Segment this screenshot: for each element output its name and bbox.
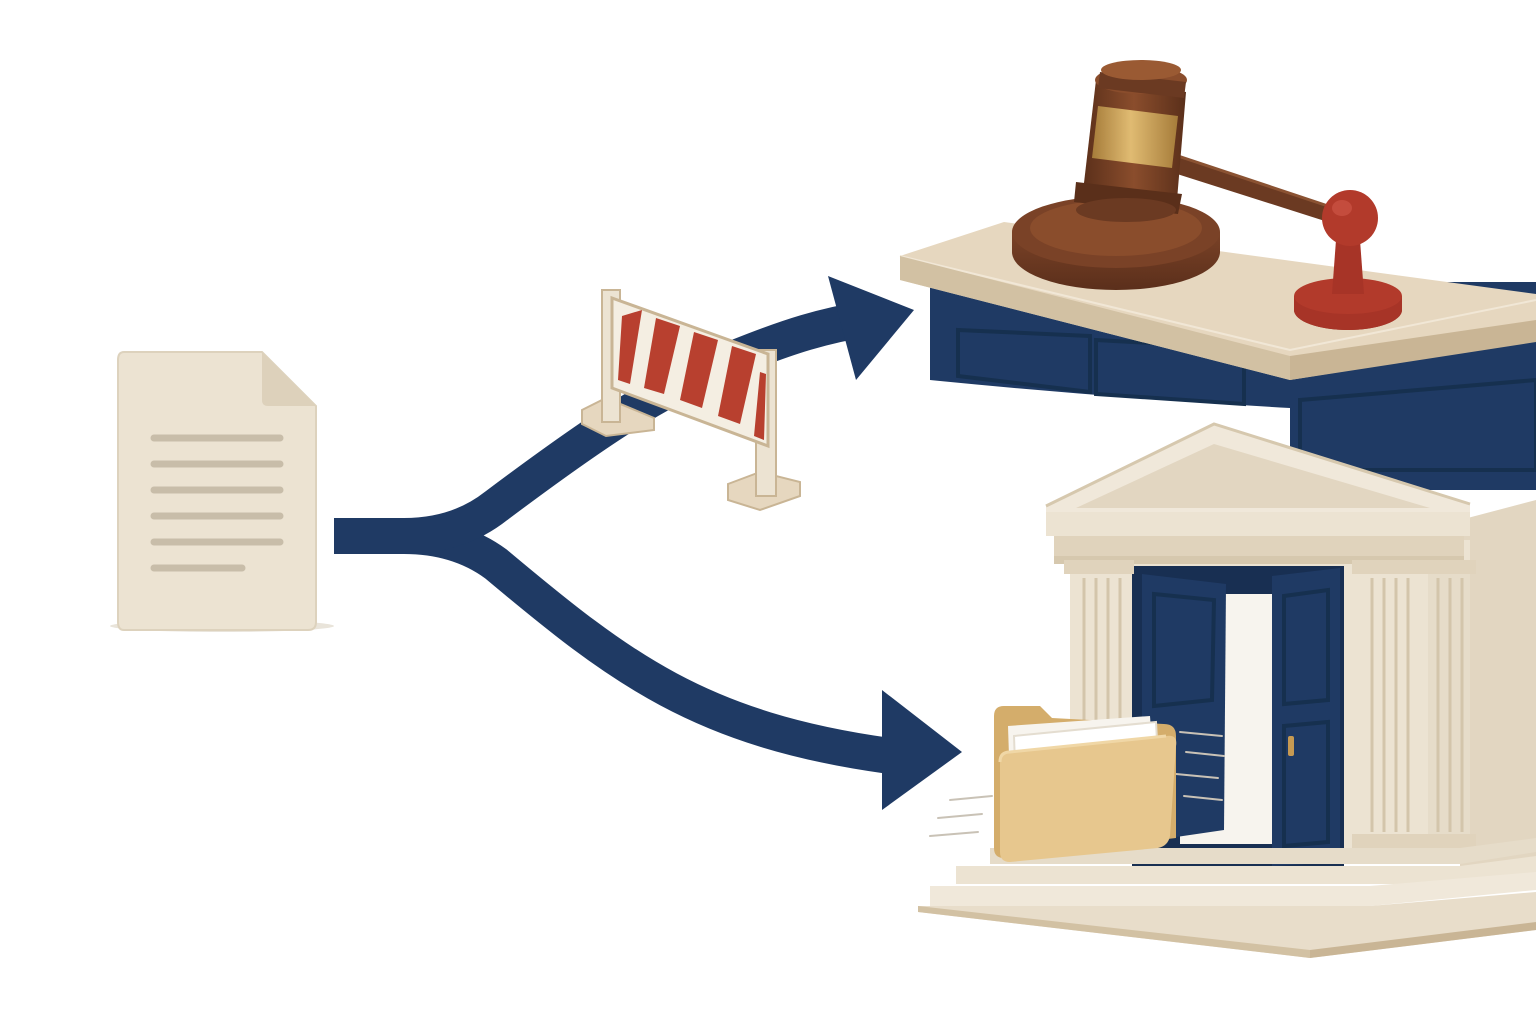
courthouse-steps [918,838,1536,958]
courthouse-icon [918,422,1536,958]
barrier-icon [581,289,801,512]
gavel-icon [1012,60,1335,290]
motion-lines [929,731,1225,837]
document-text-lines [150,434,284,572]
column-right [1420,560,1476,850]
arrowhead-lower [882,690,962,810]
column-middle [1352,560,1424,850]
barrier-stripes [618,310,766,440]
door-right [1272,568,1340,866]
arrowhead-upper [828,276,914,380]
stamp-icon [1294,190,1402,330]
folder-icon [929,706,1225,862]
document-icon [110,351,334,632]
